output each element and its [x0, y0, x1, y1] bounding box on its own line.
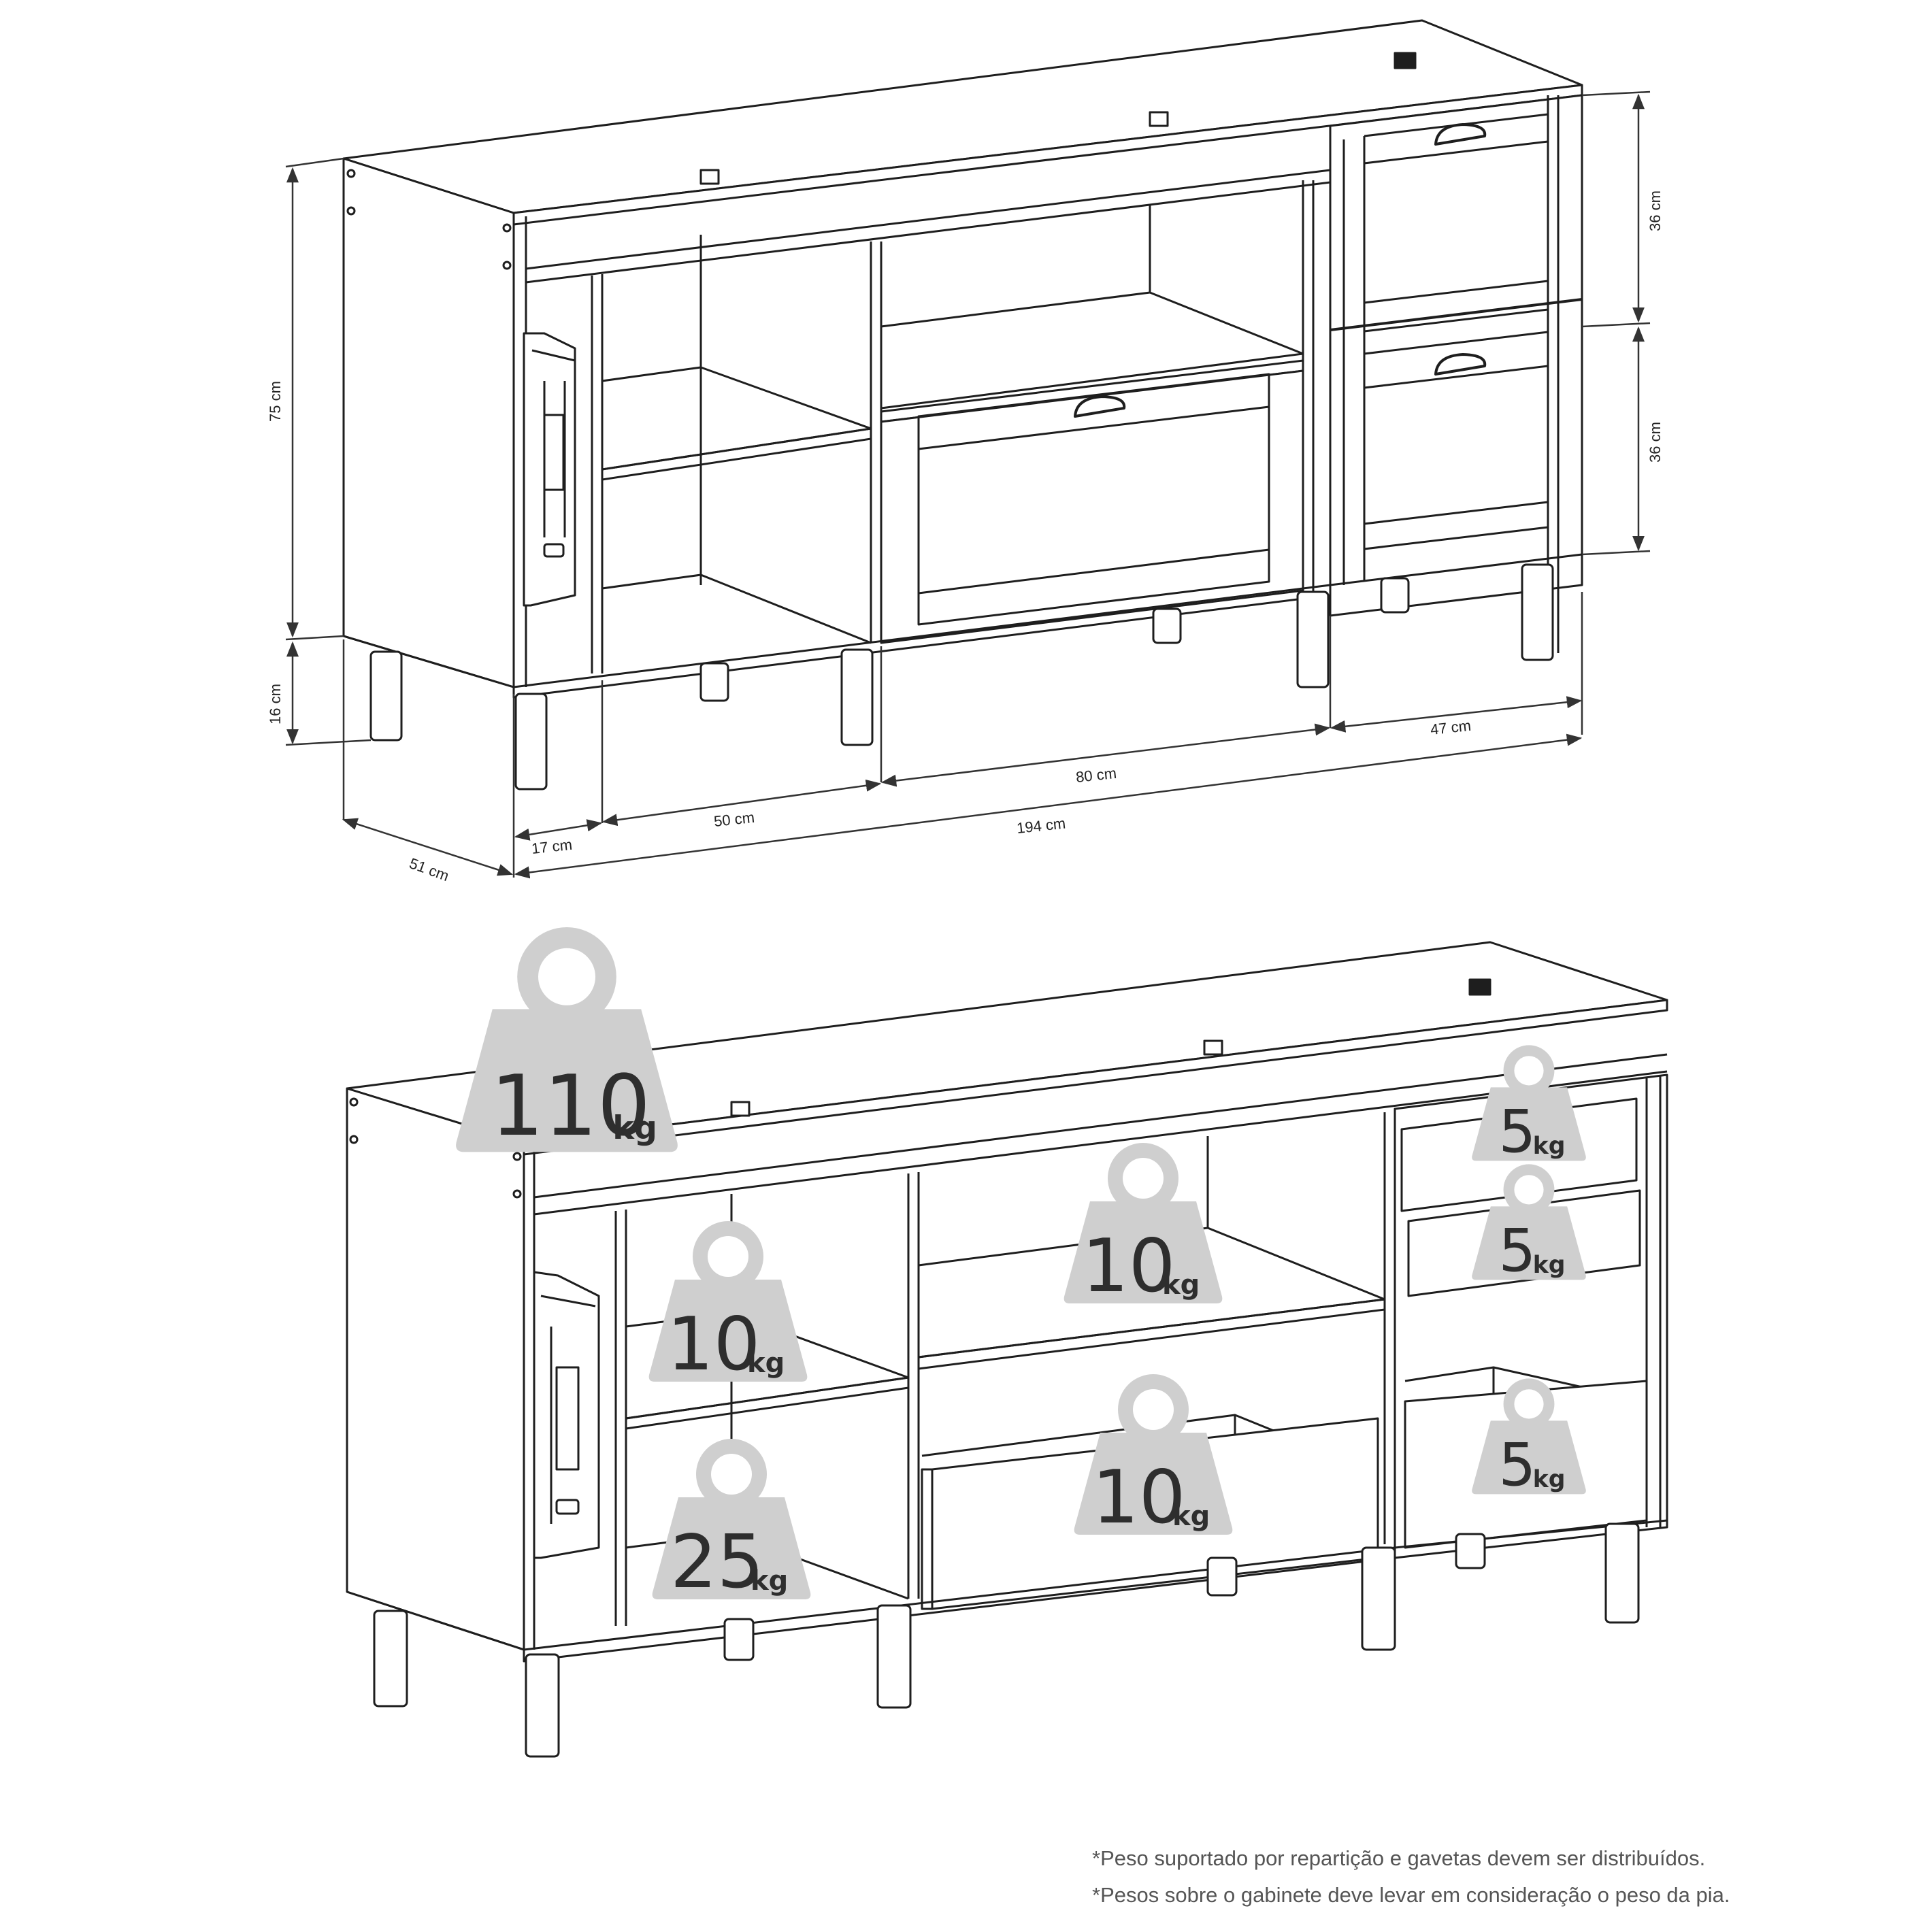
dim-label-drawer-module: 47 cm [1430, 717, 1472, 738]
footnotes: *Peso suportado por repartição e gavetas… [1092, 1840, 1730, 1914]
weight-icon-center-drawer: 10 kg [1074, 1374, 1233, 1540]
svg-text:5: 5 [1498, 1098, 1536, 1166]
svg-text:kg: kg [1533, 1252, 1566, 1279]
dim-label-upper-drawer: 36 cm [1647, 190, 1664, 231]
shelf-module [601, 235, 883, 644]
door-handle-icon [1074, 395, 1126, 418]
svg-text:110: 110 [491, 1058, 650, 1155]
weight-icon-right-drawer-2: 5 kg [1472, 1164, 1586, 1285]
dim-label-height: 75 cm [267, 381, 284, 422]
right-drawer-module [1329, 94, 1583, 653]
dim-label-center-module: 80 cm [1075, 765, 1117, 786]
svg-text:25: 25 [670, 1520, 763, 1605]
weight-icon-center-shelf: 10 kg [1064, 1143, 1223, 1309]
svg-text:kg: kg [1172, 1501, 1210, 1532]
left-side-panel [342, 157, 527, 688]
dim-label-total-width: 194 cm [1016, 815, 1066, 837]
svg-text:kg: kg [751, 1565, 788, 1597]
drawer-handle-icon [1434, 123, 1487, 146]
center-flap-door [880, 369, 1304, 644]
footnote-distribution: *Peso suportado por repartição e gavetas… [1092, 1846, 1706, 1870]
svg-text:5: 5 [1498, 1431, 1536, 1499]
drawer-handle-icon [1434, 353, 1487, 376]
svg-text:5: 5 [1498, 1217, 1536, 1285]
narrow-module-bottle-rack [523, 274, 604, 673]
weight-icon-top: 110 kg [456, 927, 678, 1155]
dimensions-view [342, 19, 1583, 790]
svg-text:kg: kg [747, 1348, 785, 1379]
dim-label-depth: 51 cm [407, 854, 451, 884]
svg-text:10: 10 [667, 1302, 760, 1387]
dim-label-shelf-module: 50 cm [713, 809, 755, 830]
svg-text:10: 10 [1082, 1224, 1175, 1309]
legs [369, 563, 1554, 790]
svg-text:kg: kg [612, 1110, 657, 1147]
dim-label-left-module: 17 cm [531, 836, 573, 857]
dimension-lines [285, 90, 1651, 879]
dim-label-lower-drawer: 36 cm [1647, 422, 1664, 463]
svg-text:kg: kg [1533, 1133, 1566, 1160]
weight-icon-left-bottom: 25 kg [652, 1439, 811, 1605]
svg-text:10: 10 [1092, 1455, 1185, 1540]
weight-badges: 110 kg 10 kg 25 kg 10 kg 10 kg 5 kg [456, 927, 1586, 1605]
weight-icon-left-shelf: 10 kg [648, 1221, 808, 1387]
svg-text:kg: kg [1162, 1269, 1200, 1301]
weight-icon-right-drawer-1: 5 kg [1472, 1045, 1586, 1166]
dim-label-leg-height: 16 cm [267, 684, 284, 724]
svg-text:kg: kg [1533, 1466, 1566, 1493]
weight-icon-right-drawer-3: 5 kg [1472, 1378, 1586, 1499]
dimension-labels: 75 cm 16 cm 51 cm 17 cm 50 cm 80 cm 47 c… [267, 190, 1664, 884]
footnote-sink-weight: *Pesos sobre o gabinete deve levar em co… [1092, 1883, 1730, 1907]
